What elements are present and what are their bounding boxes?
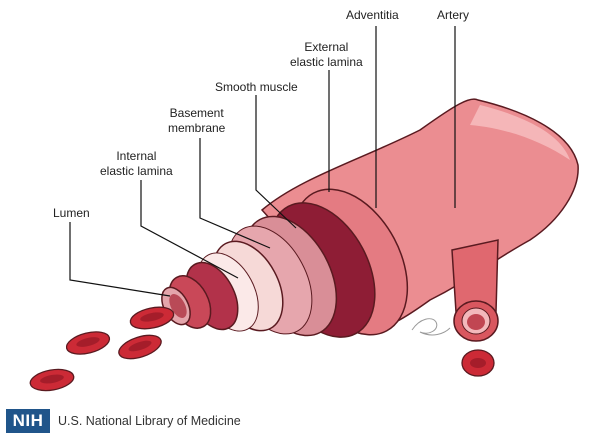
blood-cell-center: [40, 374, 64, 384]
label-basement-membrane: Basement membrane: [168, 106, 226, 135]
blood-cell-center: [128, 340, 152, 352]
nlm-org-name: U.S. National Library of Medicine: [58, 414, 241, 428]
nih-logo: NIH: [6, 409, 50, 433]
branch-vessel-lumen: [467, 314, 485, 330]
label-artery: Artery: [437, 8, 470, 22]
leader-internal-elastic-lamina: [140, 180, 239, 279]
nih-logo-text: NIH: [12, 411, 44, 430]
leader-smooth-muscle: [255, 95, 297, 229]
leader-basement-membrane: [199, 138, 271, 249]
leader-lumen: [69, 222, 171, 297]
label-internal-elastic-lamina: Internal elastic lamina: [100, 149, 173, 178]
red-blood-cells: [29, 306, 495, 392]
label-adventitia: Adventitia: [346, 8, 399, 22]
label-smooth-muscle: Smooth muscle: [215, 80, 298, 94]
nlm-footer: NIH U.S. National Library of Medicine: [6, 408, 241, 434]
blood-cell-center: [140, 312, 164, 322]
label-external-elastic-lamina: External elastic lamina: [290, 40, 363, 69]
artery-highlight: [470, 105, 570, 160]
artist-signature: [411, 318, 451, 336]
blood-cell-center: [470, 358, 486, 368]
blood-cell-center: [76, 337, 100, 347]
label-lumen: Lumen: [53, 206, 90, 220]
